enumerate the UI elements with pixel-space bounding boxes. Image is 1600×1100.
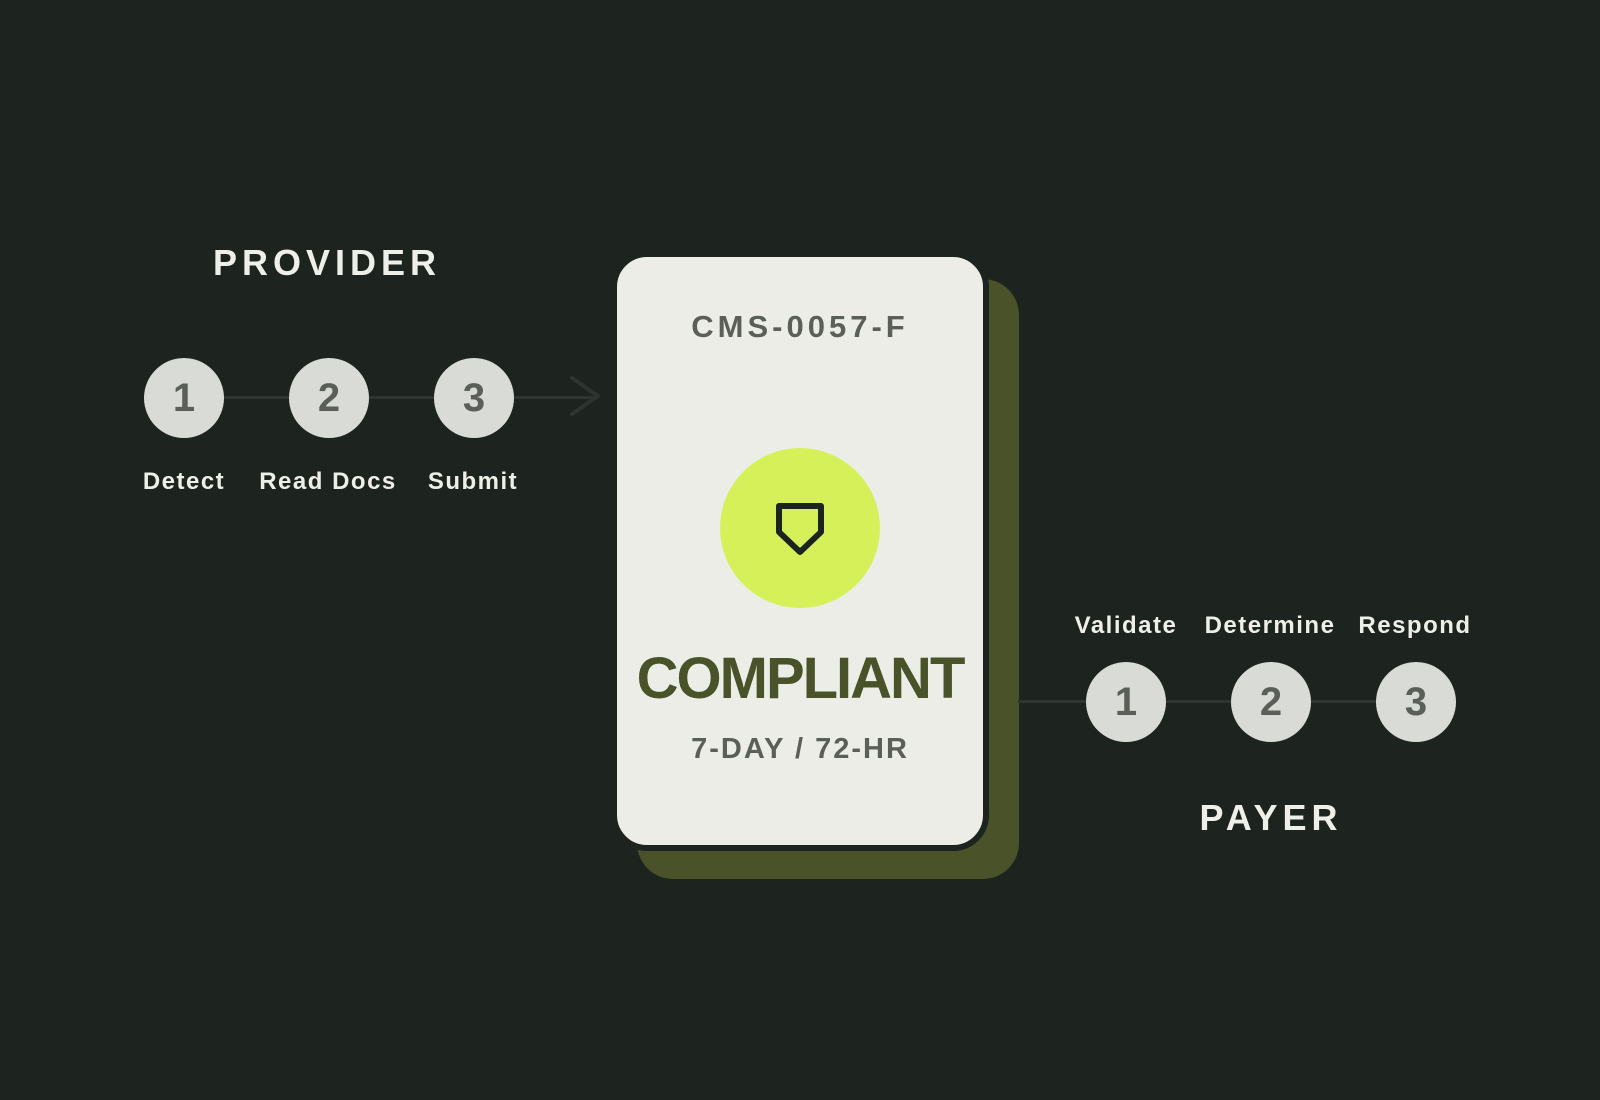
card-regulation-code: CMS-0057-F	[691, 309, 909, 344]
compliance-card: CMS-0057-F COMPLIANT 7-DAY / 72-HR	[611, 251, 989, 851]
payer-step-2-circle: 2	[1231, 662, 1311, 742]
payer-step-3-circle: 3	[1376, 662, 1456, 742]
provider-step-2-circle: 2	[289, 358, 369, 438]
provider-connector	[184, 396, 596, 399]
provider-step-1-circle: 1	[144, 358, 224, 438]
card-timeframe: 7-DAY / 72-HR	[691, 733, 909, 765]
payer-step-1-circle: 1	[1086, 662, 1166, 742]
provider-step-1-label: Detect	[142, 468, 226, 495]
payer-title: PAYER	[1199, 797, 1343, 838]
provider-title: PROVIDER	[212, 242, 442, 283]
payer-step-3-label: Respond	[1358, 612, 1472, 639]
provider-step-2-label: Read Docs	[259, 468, 397, 495]
payer-step-2-label: Determine	[1204, 612, 1336, 639]
status-badge	[720, 448, 880, 608]
payer-step-1-label: Validate	[1074, 612, 1178, 639]
provider-step-3-circle: 3	[434, 358, 514, 438]
compliance-status: COMPLIANT	[636, 646, 966, 711]
provider-step-3-label: Submit	[427, 468, 519, 495]
arrow-right-icon	[570, 376, 600, 416]
shield-icon	[776, 503, 824, 555]
